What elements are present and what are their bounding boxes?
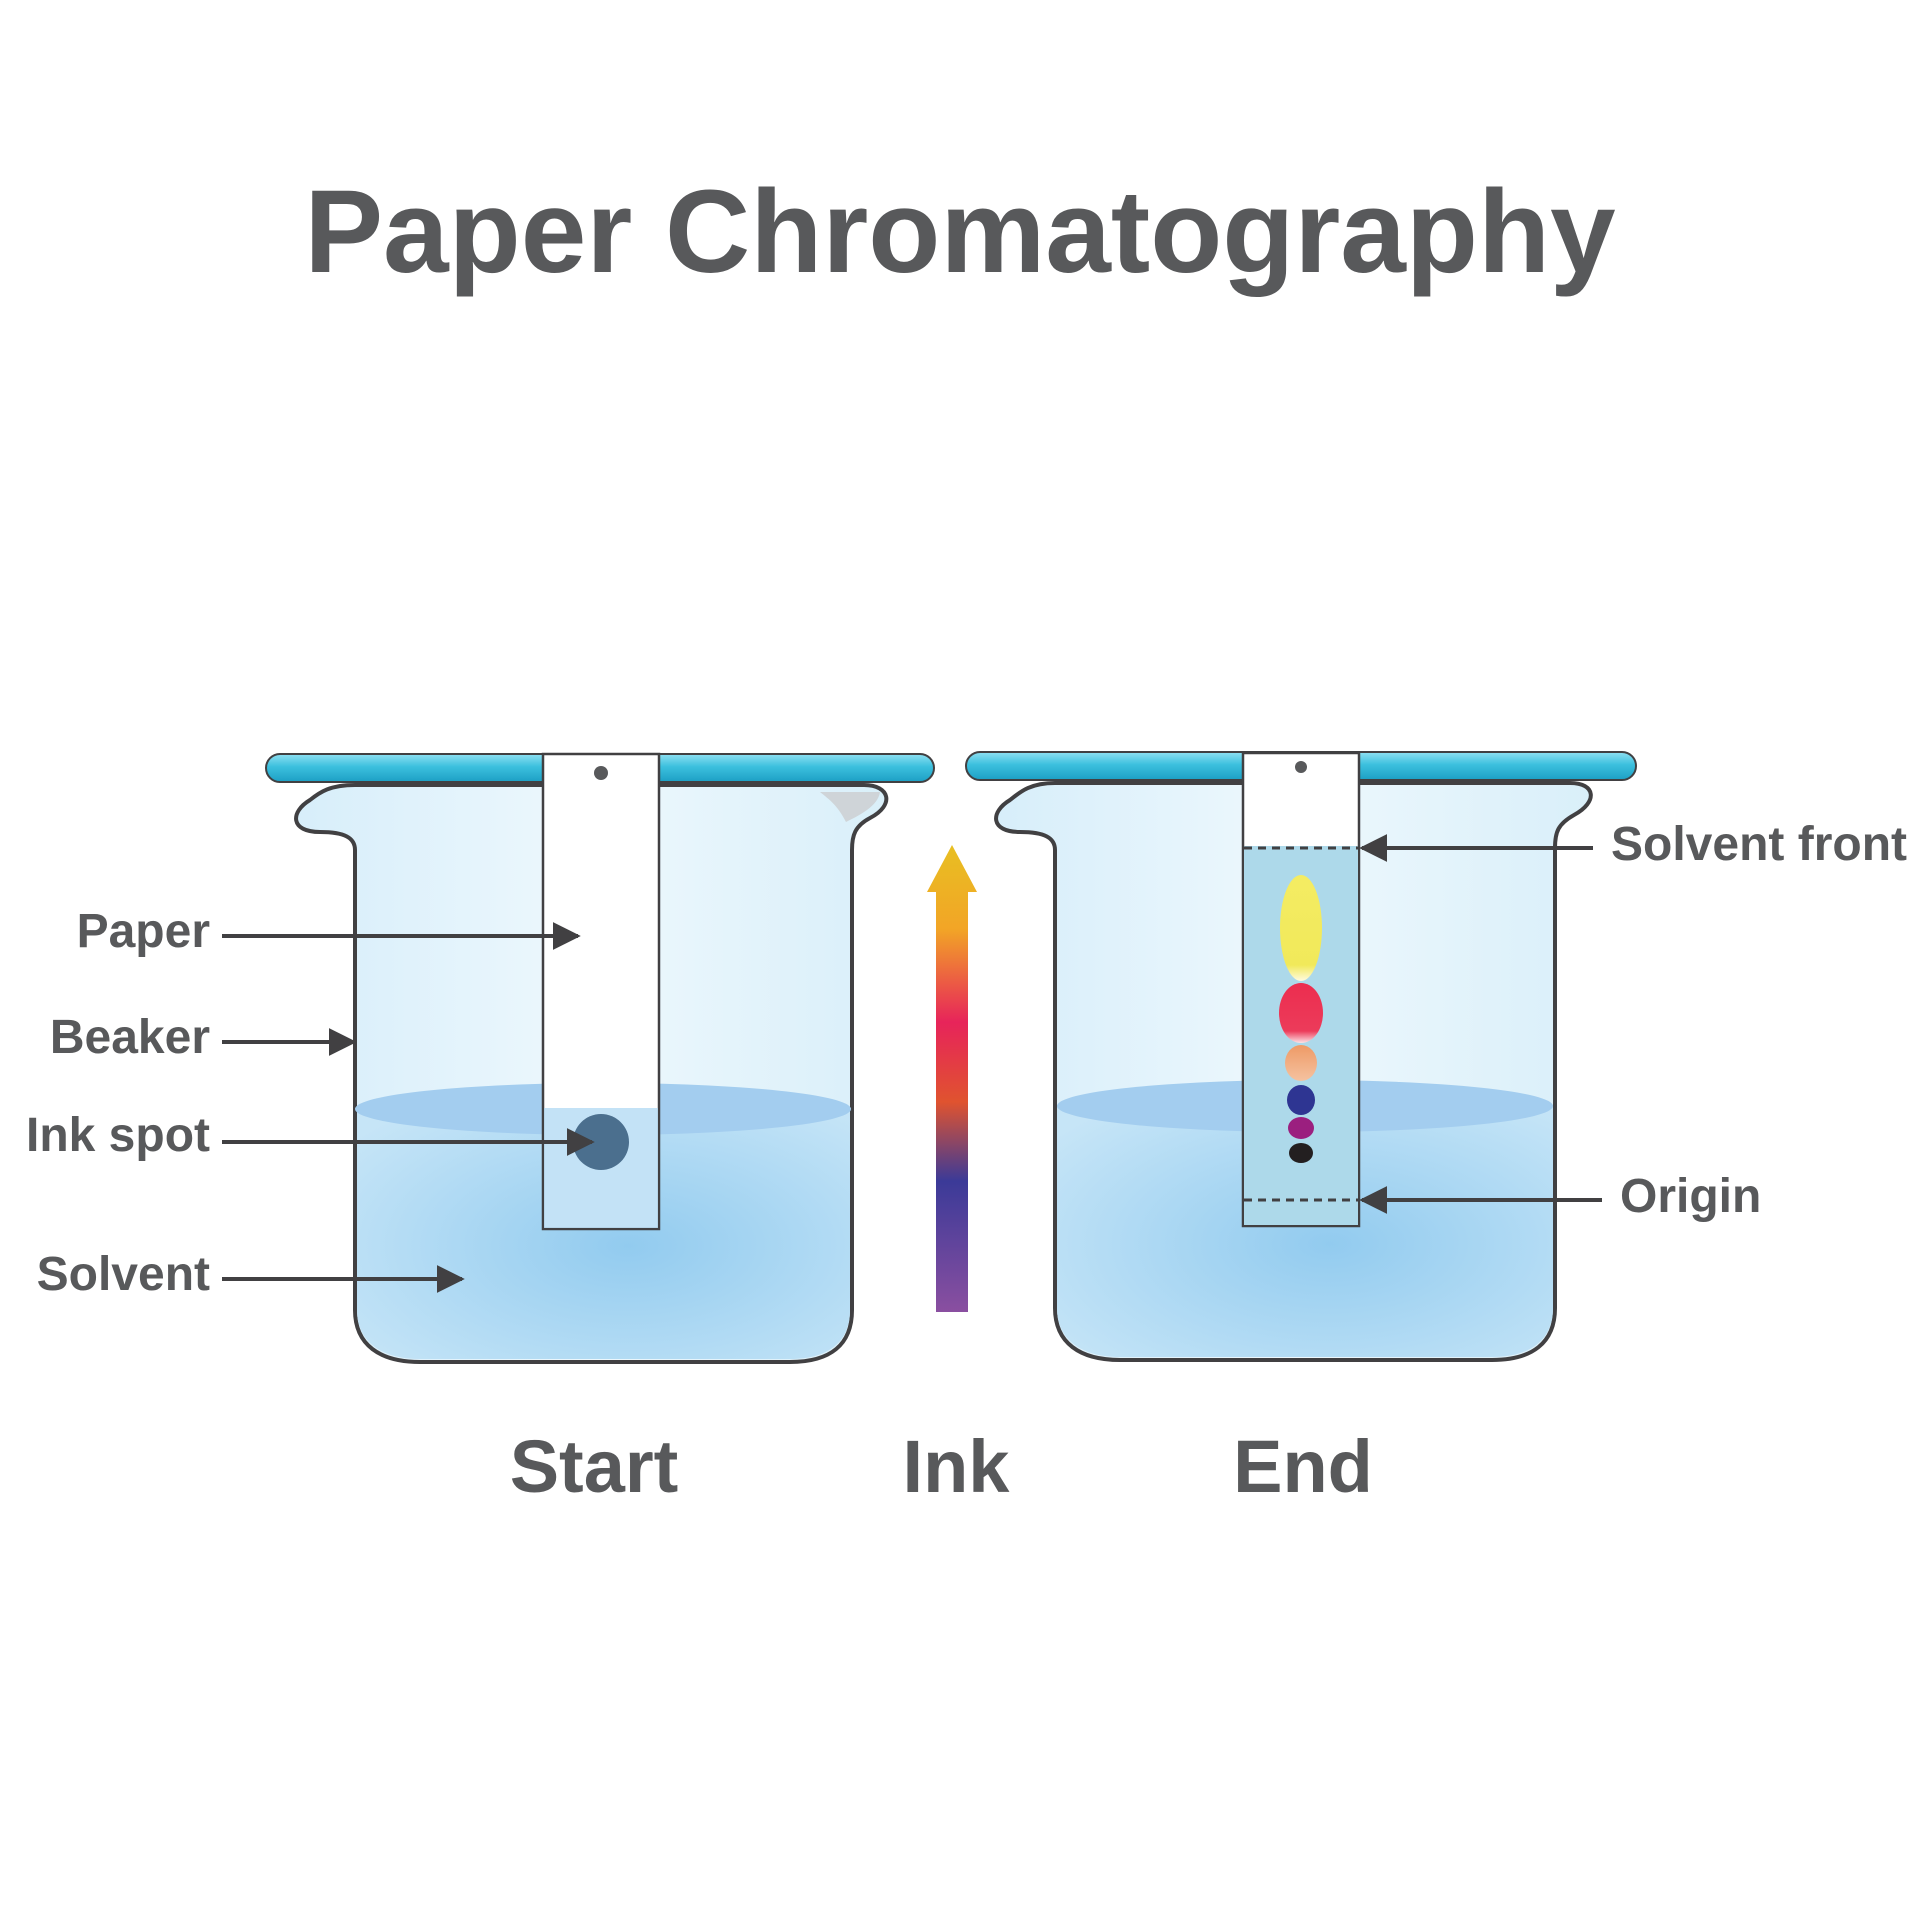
caption-start: Start — [510, 1425, 679, 1508]
start-beaker-solvent — [357, 1108, 850, 1359]
start-beaker-spout-shadow — [820, 792, 880, 822]
label-origin: Origin — [1620, 1170, 1761, 1223]
end-beaker-solvent — [1057, 1106, 1553, 1357]
label-solvent-front: Solvent front — [1611, 818, 1907, 871]
ink-gradient-arrow — [927, 845, 977, 1312]
left-labels: Paper Beaker Ink spot Solvent — [26, 905, 595, 1301]
start-paper-hole — [594, 766, 608, 780]
spot-blue — [1287, 1085, 1315, 1115]
label-beaker: Beaker — [50, 1011, 210, 1064]
label-paper: Paper — [77, 905, 210, 958]
spot-black — [1289, 1143, 1313, 1163]
right-labels: Solvent front Origin — [1359, 818, 1907, 1223]
end-beaker — [965, 751, 1637, 1362]
caption-ink: Ink — [903, 1425, 1011, 1508]
page-title: Paper Chromatography — [304, 166, 1615, 298]
start-beaker — [265, 752, 935, 1364]
spot-purple — [1288, 1117, 1314, 1139]
spot-yellow — [1280, 875, 1322, 981]
label-ink-spot: Ink spot — [26, 1109, 210, 1162]
end-paper-hole — [1295, 761, 1307, 773]
spot-orange — [1285, 1045, 1317, 1081]
spot-red — [1279, 983, 1323, 1043]
caption-end: End — [1233, 1425, 1373, 1508]
label-solvent: Solvent — [37, 1248, 210, 1301]
